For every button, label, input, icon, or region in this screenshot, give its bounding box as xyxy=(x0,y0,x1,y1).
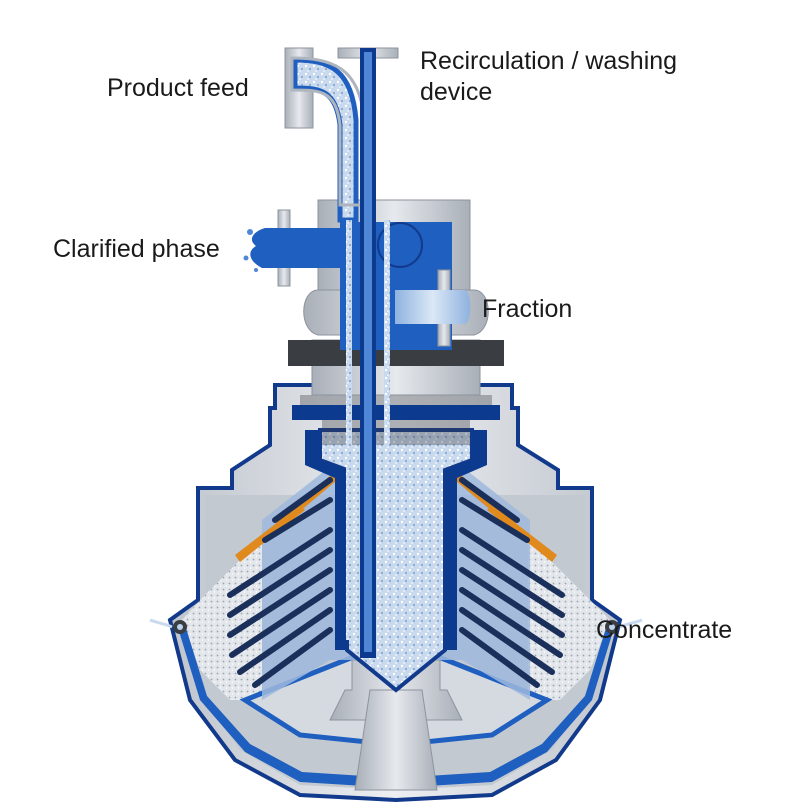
recirculation-label-line1: Recirculation / washing xyxy=(420,47,678,75)
fraction-outlet xyxy=(395,269,471,347)
sediment-zone-left xyxy=(182,540,262,700)
product-feed-pipe xyxy=(284,47,366,223)
clarified-phase-label: Clarified phase xyxy=(53,235,220,263)
fraction-label: Fraction xyxy=(482,295,573,323)
concentrate-nozzle-left xyxy=(149,618,187,634)
sediment-zone-right xyxy=(528,540,610,700)
recirculation-label: Recirculation / washing device xyxy=(420,46,677,108)
concentrate-nozzle-right xyxy=(605,618,643,634)
recirculation-pipe xyxy=(337,47,399,658)
product-feed-label: Product feed xyxy=(107,74,249,102)
concentrate-label: Concentrate xyxy=(596,616,733,644)
recirculation-label-line2: device xyxy=(420,78,493,106)
clarified-phase-outlet xyxy=(243,209,345,287)
